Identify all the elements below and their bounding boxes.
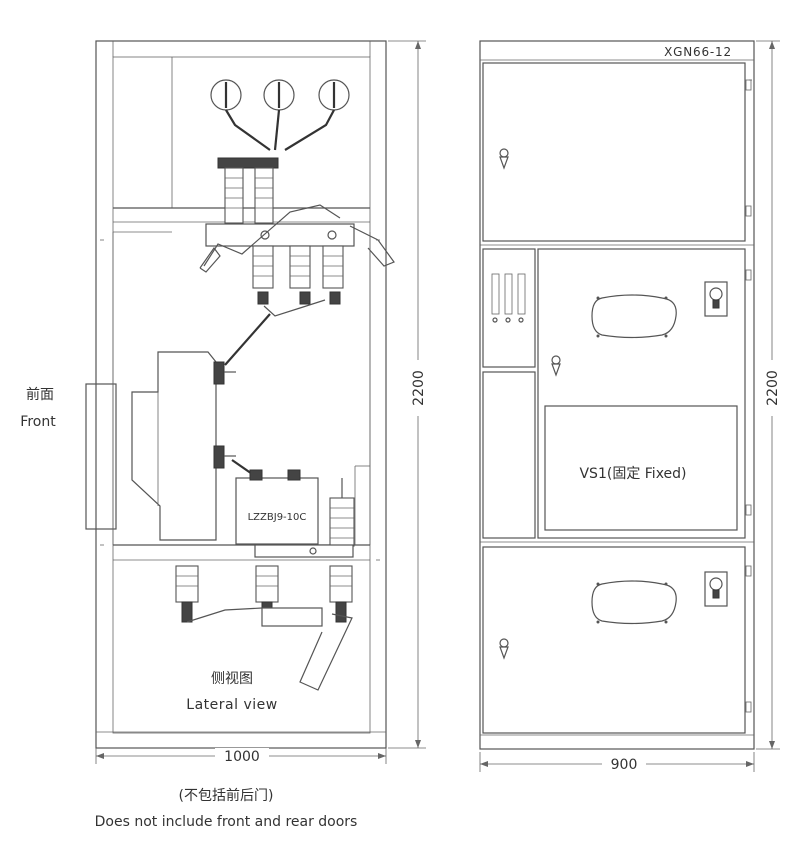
ct-label: LZZBJ9-10C [248, 512, 307, 523]
side-width-value: 1000 [224, 749, 260, 765]
lateral-view: LZZBJ9-10C 前面 Front 侧视图 Lateral [20, 40, 427, 765]
lateral-view-label-en: Lateral view [186, 697, 277, 713]
front-label-en: Front [20, 414, 56, 430]
gauge-group [210, 79, 350, 151]
side-height-dimension: 2200 [388, 40, 427, 749]
breaker-label: VS1(固定 Fixed) [579, 466, 686, 482]
current-transformer: LZZBJ9-10C [235, 469, 355, 547]
top-panel [482, 62, 752, 242]
viewing-window-2 [591, 580, 677, 625]
front-cabinet-outer [479, 40, 755, 750]
side-width-dimension: 1000 [95, 748, 387, 765]
lock-icon [499, 148, 509, 170]
lower-cable-assembly [175, 544, 354, 691]
upper-isolator [199, 157, 395, 366]
front-label-cn: 前面 [26, 386, 54, 403]
note-cn: (不包括前后门) [179, 787, 274, 804]
side-height-value: 2200 [411, 370, 427, 406]
lamp-icon [704, 281, 728, 317]
front-view: XGN66-12 [479, 40, 781, 773]
model-label: XGN66-12 [664, 45, 732, 59]
breaker-window [544, 405, 738, 531]
lateral-view-label-cn: 侧视图 [211, 671, 253, 687]
front-width-value: 900 [611, 757, 638, 773]
lock-icon [499, 638, 509, 660]
circuit-breaker [85, 351, 256, 541]
viewing-window-1 [591, 294, 677, 339]
front-width-dimension: 900 [479, 752, 755, 773]
lock-icon [551, 355, 561, 377]
lamp-icon [704, 571, 728, 607]
front-height-dimension: 2200 [756, 40, 781, 750]
note-en: Does not include front and rear doors [95, 814, 358, 830]
relay-strip [482, 248, 536, 368]
front-height-value: 2200 [765, 370, 781, 406]
middle-panel: VS1(固定 Fixed) [537, 248, 752, 539]
bottom-panel [482, 546, 752, 734]
